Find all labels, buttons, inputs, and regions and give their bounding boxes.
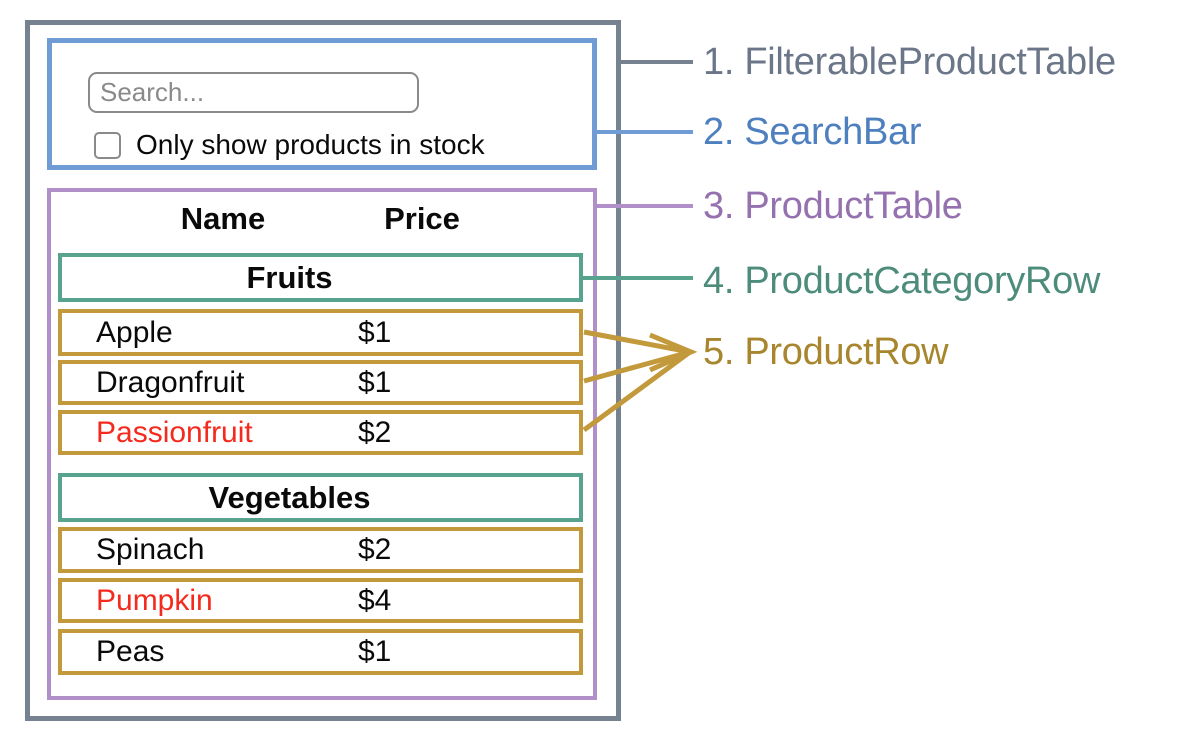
product-price: $4 [358,583,392,617]
search-input[interactable] [88,72,419,113]
product-name: Spinach [96,533,205,566]
product-table-outline: Name Price Fruits Apple $1 Dragonfruit $… [47,188,597,700]
in-stock-checkbox-label: Only show products in stock [136,129,485,160]
product-name: Dragonfruit [96,365,245,399]
product-row-pumpkin: Pumpkin $4 [58,578,583,623]
label-product-table: 3. ProductTable [703,185,963,227]
column-header-name: Name [180,201,266,236]
product-price: $1 [358,315,392,349]
product-row-spinach: Spinach $2 [58,527,583,573]
category-row-fruits: Fruits [58,253,583,302]
search-bar-outline: Only show products in stock [47,38,597,170]
category-row-vegetables: Vegetables [58,473,583,522]
product-name: Peas [96,635,165,668]
in-stock-filter-row: Only show products in stock [94,129,485,161]
product-row-apple: Apple $1 [58,309,583,356]
label-product-row: 5. ProductRow [703,331,949,373]
in-stock-checkbox[interactable] [94,131,121,159]
product-price: $1 [358,365,392,399]
column-header-price: Price [384,201,460,236]
product-row-passionfruit: Passionfruit $2 [58,410,583,455]
label-search-bar: 2. SearchBar [703,111,922,153]
arrowhead-product-row [648,332,698,373]
label-filterable-product-table: 1. FilterableProductTable [703,41,1116,83]
product-price: $1 [358,635,392,668]
product-row-peas: Peas $1 [58,629,583,675]
product-name: Pumpkin [96,583,213,617]
label-product-category-row: 4. ProductCategoryRow [703,260,1101,302]
product-row-dragonfruit: Dragonfruit $1 [58,360,583,405]
product-name: Apple [96,315,173,349]
product-name: Passionfruit [96,415,253,449]
product-price: $2 [358,415,392,449]
product-price: $2 [358,533,392,566]
